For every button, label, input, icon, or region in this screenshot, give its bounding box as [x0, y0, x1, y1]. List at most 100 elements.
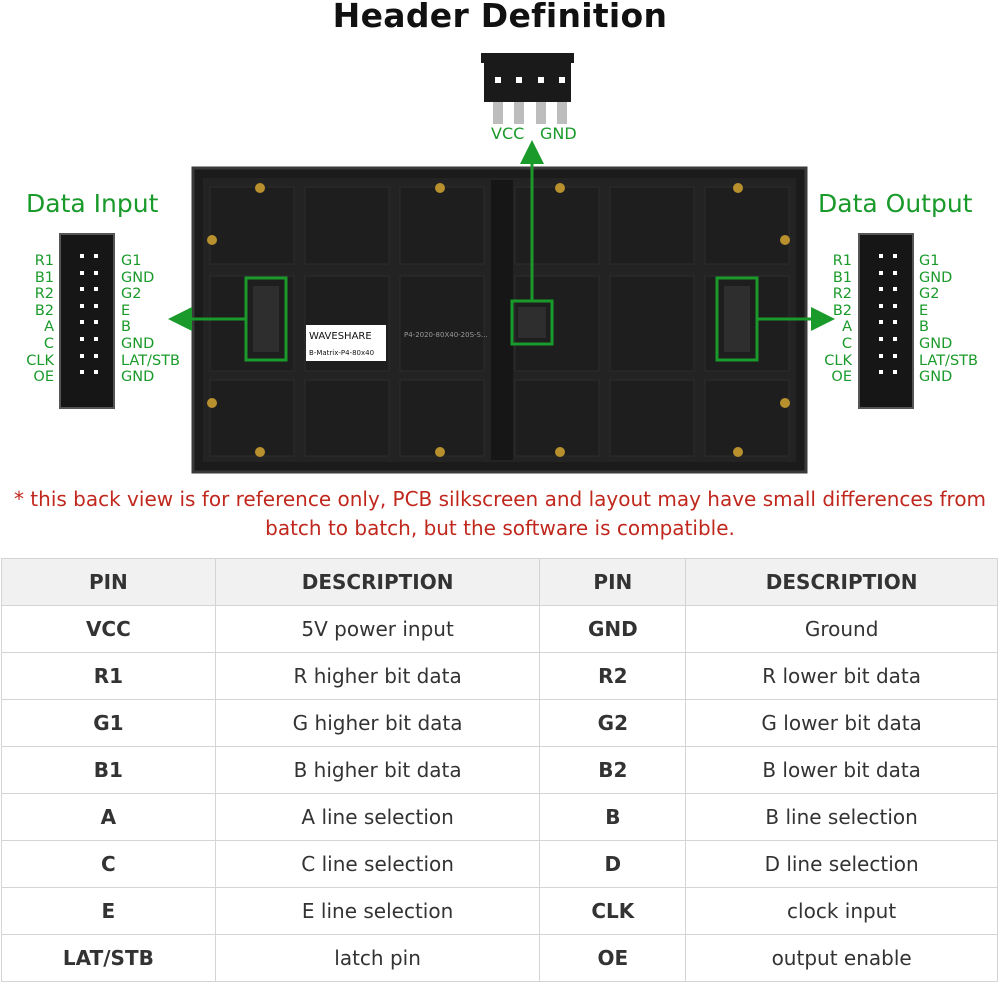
data-output-connector	[858, 233, 914, 409]
mounting-hole	[207, 235, 217, 245]
pin-label: B2	[832, 302, 852, 319]
mounting-hole	[733, 447, 743, 457]
description-cell: 5V power input	[214, 605, 541, 653]
connector-pin	[94, 254, 98, 258]
page-title: Header Definition	[332, 0, 668, 35]
description-cell: clock input	[685, 887, 998, 935]
pin-cell: D	[539, 840, 687, 888]
connector-pin	[80, 353, 84, 358]
connector-pin	[879, 254, 883, 258]
panel-module	[399, 379, 485, 457]
description-cell: C line selection	[214, 840, 541, 888]
connector-pin	[94, 303, 98, 308]
mounting-hole	[733, 183, 743, 193]
note-line-2: batch to batch, but the software is comp…	[265, 516, 735, 540]
table-header-row: PIN DESCRIPTION PIN DESCRIPTION	[1, 558, 998, 606]
pin-label: G1	[121, 253, 142, 269]
panel-module	[209, 275, 295, 372]
pin-cell: CLK	[539, 887, 687, 935]
pcb-code-label: P4-2020-80X40-20S-S...	[404, 331, 488, 339]
pin-cell: R2	[539, 652, 687, 700]
connector-pin	[893, 287, 897, 292]
description-cell: latch pin	[214, 934, 541, 982]
connector-pin	[80, 337, 84, 341]
pin-label: GND	[121, 369, 155, 386]
connector-pin	[80, 287, 84, 292]
description-cell: Ground	[685, 605, 998, 653]
mounting-hole	[435, 183, 445, 193]
pin-label: B2	[34, 302, 54, 319]
pin-label: R2	[832, 286, 852, 303]
description-cell: B line selection	[685, 793, 998, 841]
description-cell: G lower bit data	[685, 699, 998, 747]
pin-cell: VCC	[1, 605, 216, 653]
description-cell: E line selection	[214, 887, 541, 935]
board-brand-label: WAVESHARE	[309, 331, 372, 342]
header-pin-2: PIN	[539, 558, 687, 606]
description-cell: B lower bit data	[685, 746, 998, 794]
pin-cell: A	[1, 793, 216, 841]
pin-cell: B	[539, 793, 687, 841]
description-cell: R higher bit data	[214, 652, 541, 700]
pin-label: B	[919, 319, 929, 336]
connector-pin	[893, 254, 897, 258]
pin-cell: R1	[1, 652, 216, 700]
panel-module	[304, 379, 390, 457]
panel-module	[399, 186, 485, 265]
connector-pin	[893, 320, 897, 325]
connector-pin	[893, 370, 897, 375]
connector-pin	[80, 303, 84, 308]
pin-cell: C	[1, 840, 216, 888]
pin-label: GND	[121, 335, 155, 352]
pin-label: R1	[34, 253, 54, 269]
led-matrix-back-view: WAVESHARE B-Matrix-P4-80x40 P4-2020-80X4…	[168, 53, 835, 474]
connector-pin	[94, 320, 98, 325]
connector-pin	[80, 254, 84, 258]
pin-label: G2	[121, 286, 142, 303]
mounting-hole	[255, 183, 265, 193]
panel-module	[609, 186, 695, 265]
pin-label: LAT/STB	[919, 352, 978, 369]
pin-label: GND	[919, 369, 953, 386]
connector-pin	[893, 270, 897, 275]
pin-label: CLK	[824, 352, 852, 369]
pin-label: GND	[919, 269, 953, 286]
pin-cell: B2	[539, 746, 687, 794]
connector-pin	[893, 303, 897, 308]
pin-label: LAT/STB	[121, 352, 180, 369]
connector-pin	[80, 320, 84, 325]
panel-module	[209, 186, 295, 265]
pin-cell: E	[1, 887, 216, 935]
data-output-title: Data Output	[818, 189, 973, 218]
connector-pin	[80, 370, 84, 375]
pin-label: R2	[34, 286, 54, 303]
description-cell: output enable	[685, 934, 998, 982]
data-input-title: Data Input	[26, 189, 159, 218]
connector-pin	[893, 353, 897, 358]
led-panel-board	[191, 166, 808, 474]
panel-module	[704, 379, 790, 457]
connector-pin	[94, 370, 98, 375]
mounting-hole	[435, 447, 445, 457]
panel-module	[609, 379, 695, 457]
pin-label: E	[121, 302, 131, 319]
pin-label: B1	[34, 269, 54, 286]
mounting-hole	[780, 235, 790, 245]
header-definition-diagram: Header Definition	[14, 0, 986, 540]
data-input-connector	[59, 233, 115, 409]
description-cell: A line selection	[214, 793, 541, 841]
connector-pin	[94, 337, 98, 341]
pin-label: G1	[919, 253, 940, 269]
connector-pin	[94, 353, 98, 358]
pin-label: A	[842, 319, 852, 336]
description-cell: G higher bit data	[214, 699, 541, 747]
mounting-hole	[780, 398, 790, 408]
